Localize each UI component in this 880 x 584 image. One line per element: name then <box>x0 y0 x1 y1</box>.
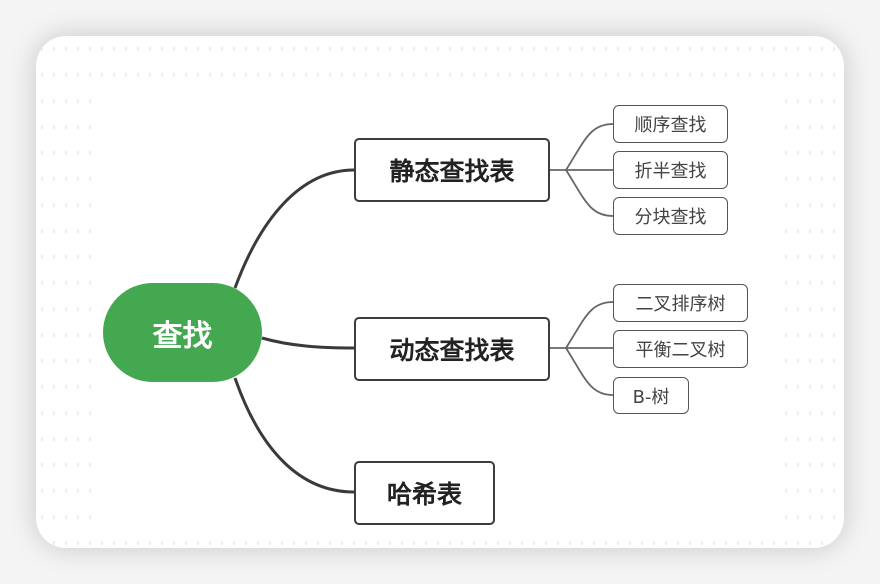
link-dynamic-leaf-1 <box>565 301 614 349</box>
node-static-search-table[interactable]: 静态查找表 <box>354 138 550 202</box>
leaf-sequential-search[interactable]: 顺序查找 <box>613 105 728 143</box>
link-static-leaf-3 <box>565 169 614 217</box>
link-static-leaf-1 <box>565 123 614 171</box>
leaf-block-search[interactable]: 分块查找 <box>613 197 728 235</box>
node-dynamic-search-table[interactable]: 动态查找表 <box>354 317 550 381</box>
leaf-binary-search[interactable]: 折半查找 <box>613 151 728 189</box>
leaf-binary-sort-tree[interactable]: 二叉排序树 <box>613 284 748 322</box>
leaf-balanced-binary-tree[interactable]: 平衡二叉树 <box>613 330 748 368</box>
node-hash-table[interactable]: 哈希表 <box>354 461 495 525</box>
link-root-static <box>233 168 355 289</box>
link-root-hash <box>233 377 355 494</box>
link-root-dynamic <box>261 336 355 350</box>
link-dynamic-leaf-3 <box>565 347 614 396</box>
leaf-b-tree[interactable]: B-树 <box>613 377 689 414</box>
root-node[interactable]: 查找 <box>103 283 262 382</box>
